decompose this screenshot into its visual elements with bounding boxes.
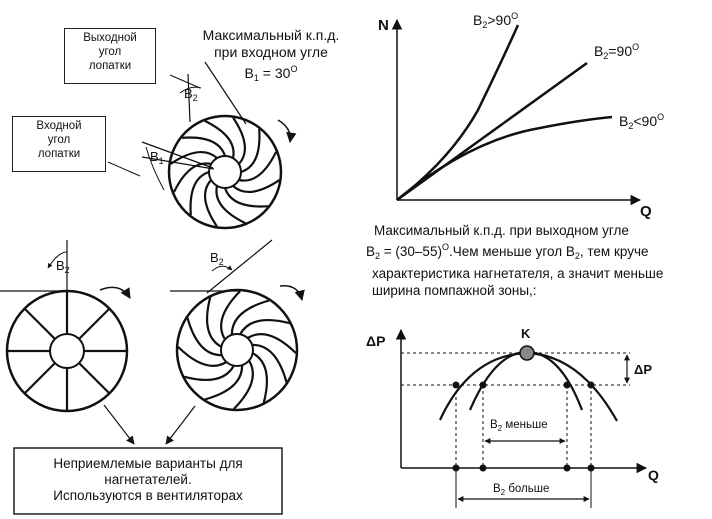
- callout-leader-outlet: [169, 74, 201, 89]
- chart-power: [391, 18, 642, 206]
- blade: [184, 365, 235, 381]
- blade: [169, 151, 218, 165]
- unacceptable-line: нагнетателей.: [104, 472, 192, 487]
- blade: [230, 299, 270, 335]
- curve-narrow: [468, 350, 584, 411]
- blade: [204, 365, 244, 401]
- blade: [78, 362, 111, 395]
- blade: [181, 136, 227, 157]
- unacceptable-box-text: Неприемлемые варианты для нагнетателей. …: [14, 456, 282, 504]
- blade: [238, 151, 278, 182]
- paragraph-line1: Максимальный к.п.д. при выходном угле: [374, 223, 629, 238]
- axis-q-label-bottom: Q: [648, 467, 659, 483]
- label-wide: B2 больше: [493, 483, 549, 497]
- blade: [223, 187, 269, 208]
- label-narrow: B2 меньше: [490, 419, 548, 433]
- unacceptable-box: [13, 447, 283, 515]
- label-b2-forward: B2: [210, 250, 224, 267]
- label-curve-gt: B2>90O: [473, 11, 518, 30]
- blade: [186, 317, 222, 357]
- callout-inlet-line: лопатки: [37, 148, 81, 160]
- paragraph-line4: ширина помпажной зоны,:: [372, 283, 537, 298]
- max-inlet-line1: Максимальный к.п.д.: [202, 27, 340, 43]
- paragraph-line2: B2 = (30–55)O.Чем меньше угол B2, тем кр…: [366, 242, 649, 261]
- label-peak-k: K: [521, 326, 531, 341]
- callout-outlet-line: Выходной: [83, 32, 137, 44]
- max-inlet-caption: Максимальный к.п.д. при входном угле B1 …: [196, 27, 346, 87]
- arrow-to-box-left: [103, 404, 135, 445]
- callout-outlet-line: угол: [98, 46, 122, 58]
- blade: [177, 346, 227, 367]
- blade: [220, 290, 241, 340]
- axis-q-label-top: Q: [640, 203, 652, 220]
- label-curve-lt: B2<90O: [619, 112, 664, 131]
- label-b2-top: B2: [184, 86, 198, 103]
- arrow-to-box-right: [165, 405, 196, 445]
- callout-outlet-line: лопатки: [88, 60, 132, 72]
- axis-n-label: N: [378, 17, 389, 34]
- blade: [78, 307, 111, 340]
- rotation-arrow-icon: [99, 286, 131, 299]
- label-b2-radial: B2: [56, 258, 70, 275]
- blade: [204, 179, 218, 228]
- blade: [172, 162, 212, 193]
- axis-dp-label: ΔP: [366, 333, 385, 349]
- blade: [252, 352, 268, 403]
- chart-pressure: [395, 328, 648, 508]
- callout-leader-inlet: [107, 161, 141, 177]
- max-inlet-angle: B1 = 30O: [244, 64, 298, 83]
- blade: [232, 179, 281, 193]
- callout-inlet-angle: Входной угол лопатки: [12, 116, 106, 172]
- impeller-radial: [0, 240, 131, 413]
- blade: [252, 343, 288, 383]
- paragraph-line3: характеристика нагнетателя, а значит мен…: [372, 266, 664, 281]
- blade: [189, 170, 210, 216]
- curve-b2-lt-90: [396, 115, 613, 201]
- impeller-top: [141, 61, 297, 230]
- blade: [240, 128, 261, 174]
- max-inlet-line2: при входном угле: [214, 44, 328, 60]
- blade: [233, 360, 254, 410]
- unacceptable-line: Используются в вентиляторах: [53, 488, 243, 503]
- rotation-arrow-icon: [279, 285, 305, 302]
- curve-b2-gt-90: [396, 24, 520, 201]
- peak-point-k: [519, 345, 535, 361]
- blade: [23, 362, 56, 395]
- label-delta-p: ΔP: [634, 362, 652, 377]
- blade: [206, 297, 222, 348]
- callout-inlet-line: Входной: [36, 120, 82, 132]
- callout-inlet-line: угол: [47, 134, 71, 146]
- unacceptable-line: Неприемлемые варианты для: [53, 456, 243, 471]
- blade: [23, 307, 56, 340]
- impeller-forward: [170, 239, 305, 412]
- efficiency-paragraph: Максимальный к.п.д. при выходном угле B2…: [366, 222, 708, 299]
- rotation-arrow-icon: [277, 119, 297, 144]
- blade: [215, 185, 246, 225]
- blade: [239, 319, 290, 335]
- blade: [247, 333, 297, 354]
- blade: [232, 116, 246, 165]
- label-curve-eq: B2=90O: [594, 42, 639, 61]
- callout-outlet-angle: Выходной угол лопатки: [64, 28, 156, 84]
- label-b1: B1: [150, 149, 164, 166]
- blade: [204, 119, 235, 159]
